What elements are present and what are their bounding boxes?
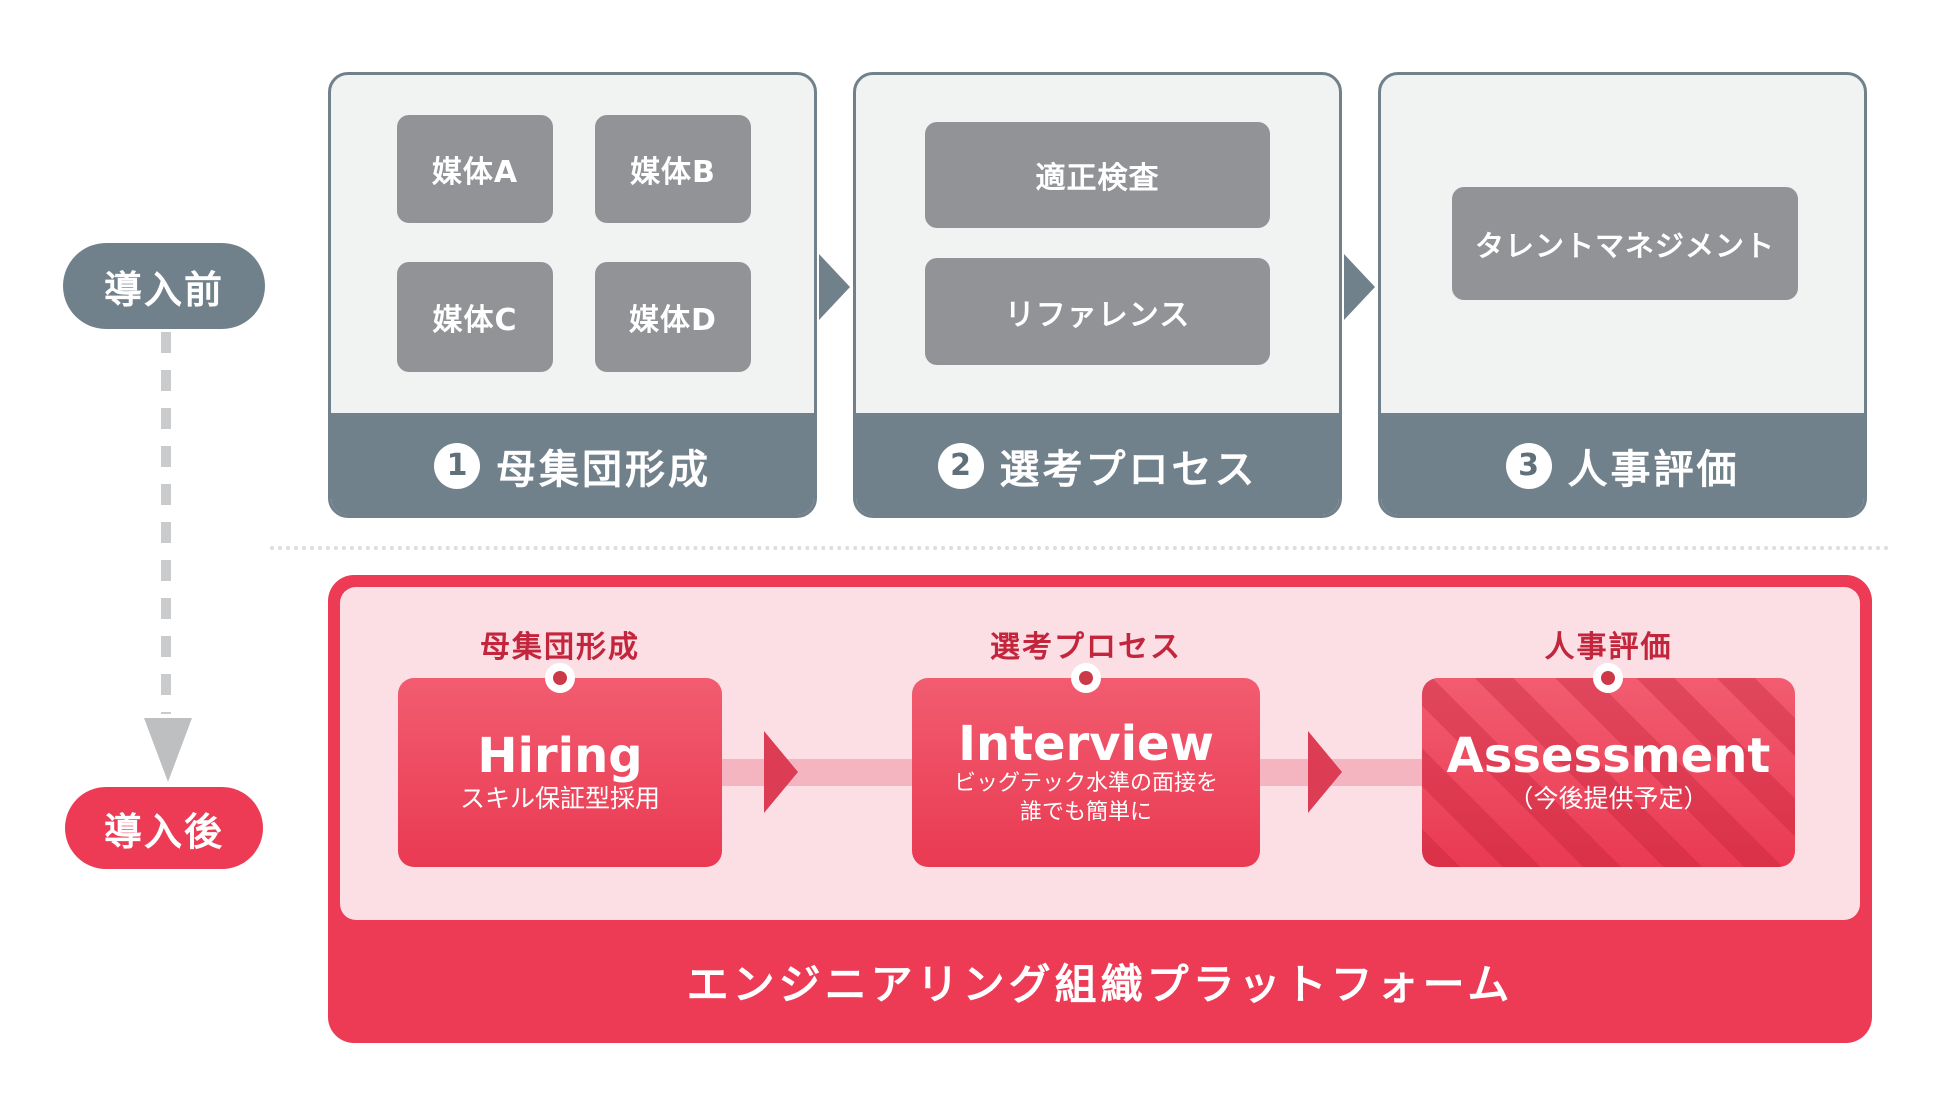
talent-management-box: タレントマネジメント [1452,187,1798,300]
hiring-step-box: Hiring スキル保証型採用 [398,678,722,867]
before-introduction-pill: 導入前 [63,243,265,329]
card-title: 人事評価 [1567,446,1740,493]
step-subtitle: ビッグテック水準の面接を 誰でも簡単に [953,771,1218,825]
before-card-pool-formation: 媒体A 媒体B 媒体C 媒体D 1 母集団形成 [328,72,817,518]
step-subtitle: （今後提供予定） [1508,783,1709,813]
media-b-box: 媒体B [595,115,751,223]
step-number-badge: 3 [1505,442,1552,489]
before-card-hr-evaluation: タレントマネジメント 3 人事評価 [1378,72,1867,518]
step-title: Hiring [477,727,643,784]
right-arrow-icon [764,731,798,813]
right-arrow-icon [1308,731,1342,813]
card-title: 選考プロセス [999,446,1258,493]
diagonal-stripes-overlay [1422,678,1795,867]
dashed-connector-line [161,332,171,714]
connector-dot-icon [1593,663,1623,693]
assessment-step-box: Assessment （今後提供予定） [1422,678,1795,867]
step-number-badge: 2 [937,442,984,489]
aptitude-test-box: 適正検査 [925,122,1270,228]
media-a-box: 媒体A [397,115,553,223]
step-title: Interview [958,715,1214,772]
media-d-box: 媒体D [595,262,751,372]
connector-dot-icon [545,663,575,693]
right-arrow-icon [819,254,850,320]
card-footer: 2 選考プロセス [856,413,1339,515]
connector-dot-icon [1071,663,1101,693]
reference-box: リファレンス [925,258,1270,365]
step-title: Assessment [1446,727,1771,784]
connector-inner-dot [1601,671,1615,685]
right-arrow-icon [1344,254,1375,320]
card-footer: 3 人事評価 [1381,413,1864,515]
media-c-box: 媒体C [397,262,553,372]
connector-inner-dot [1079,671,1093,685]
after-introduction-pill: 導入後 [65,787,263,869]
flow-band [722,759,912,786]
platform-title: エンジニアリング組織プラットフォーム [686,960,1514,1009]
step-tag-selection-process: 選考プロセス [990,630,1182,665]
card-title: 母集団形成 [496,446,711,493]
step-tag-hr-evaluation: 人事評価 [1544,630,1673,665]
step-subtitle: スキル保証型採用 [459,783,660,813]
dotted-divider-line [270,546,1890,550]
step-number-badge: 1 [434,442,480,489]
card-footer: 1 母集団形成 [331,413,814,515]
before-card-selection-process: 適正検査 リファレンス 2 選考プロセス [853,72,1342,518]
connector-inner-dot [553,671,567,685]
interview-step-box: Interview ビッグテック水準の面接を 誰でも簡単に [912,678,1260,867]
down-arrow-icon [144,718,192,782]
step-tag-pool-formation: 母集団形成 [480,630,640,665]
